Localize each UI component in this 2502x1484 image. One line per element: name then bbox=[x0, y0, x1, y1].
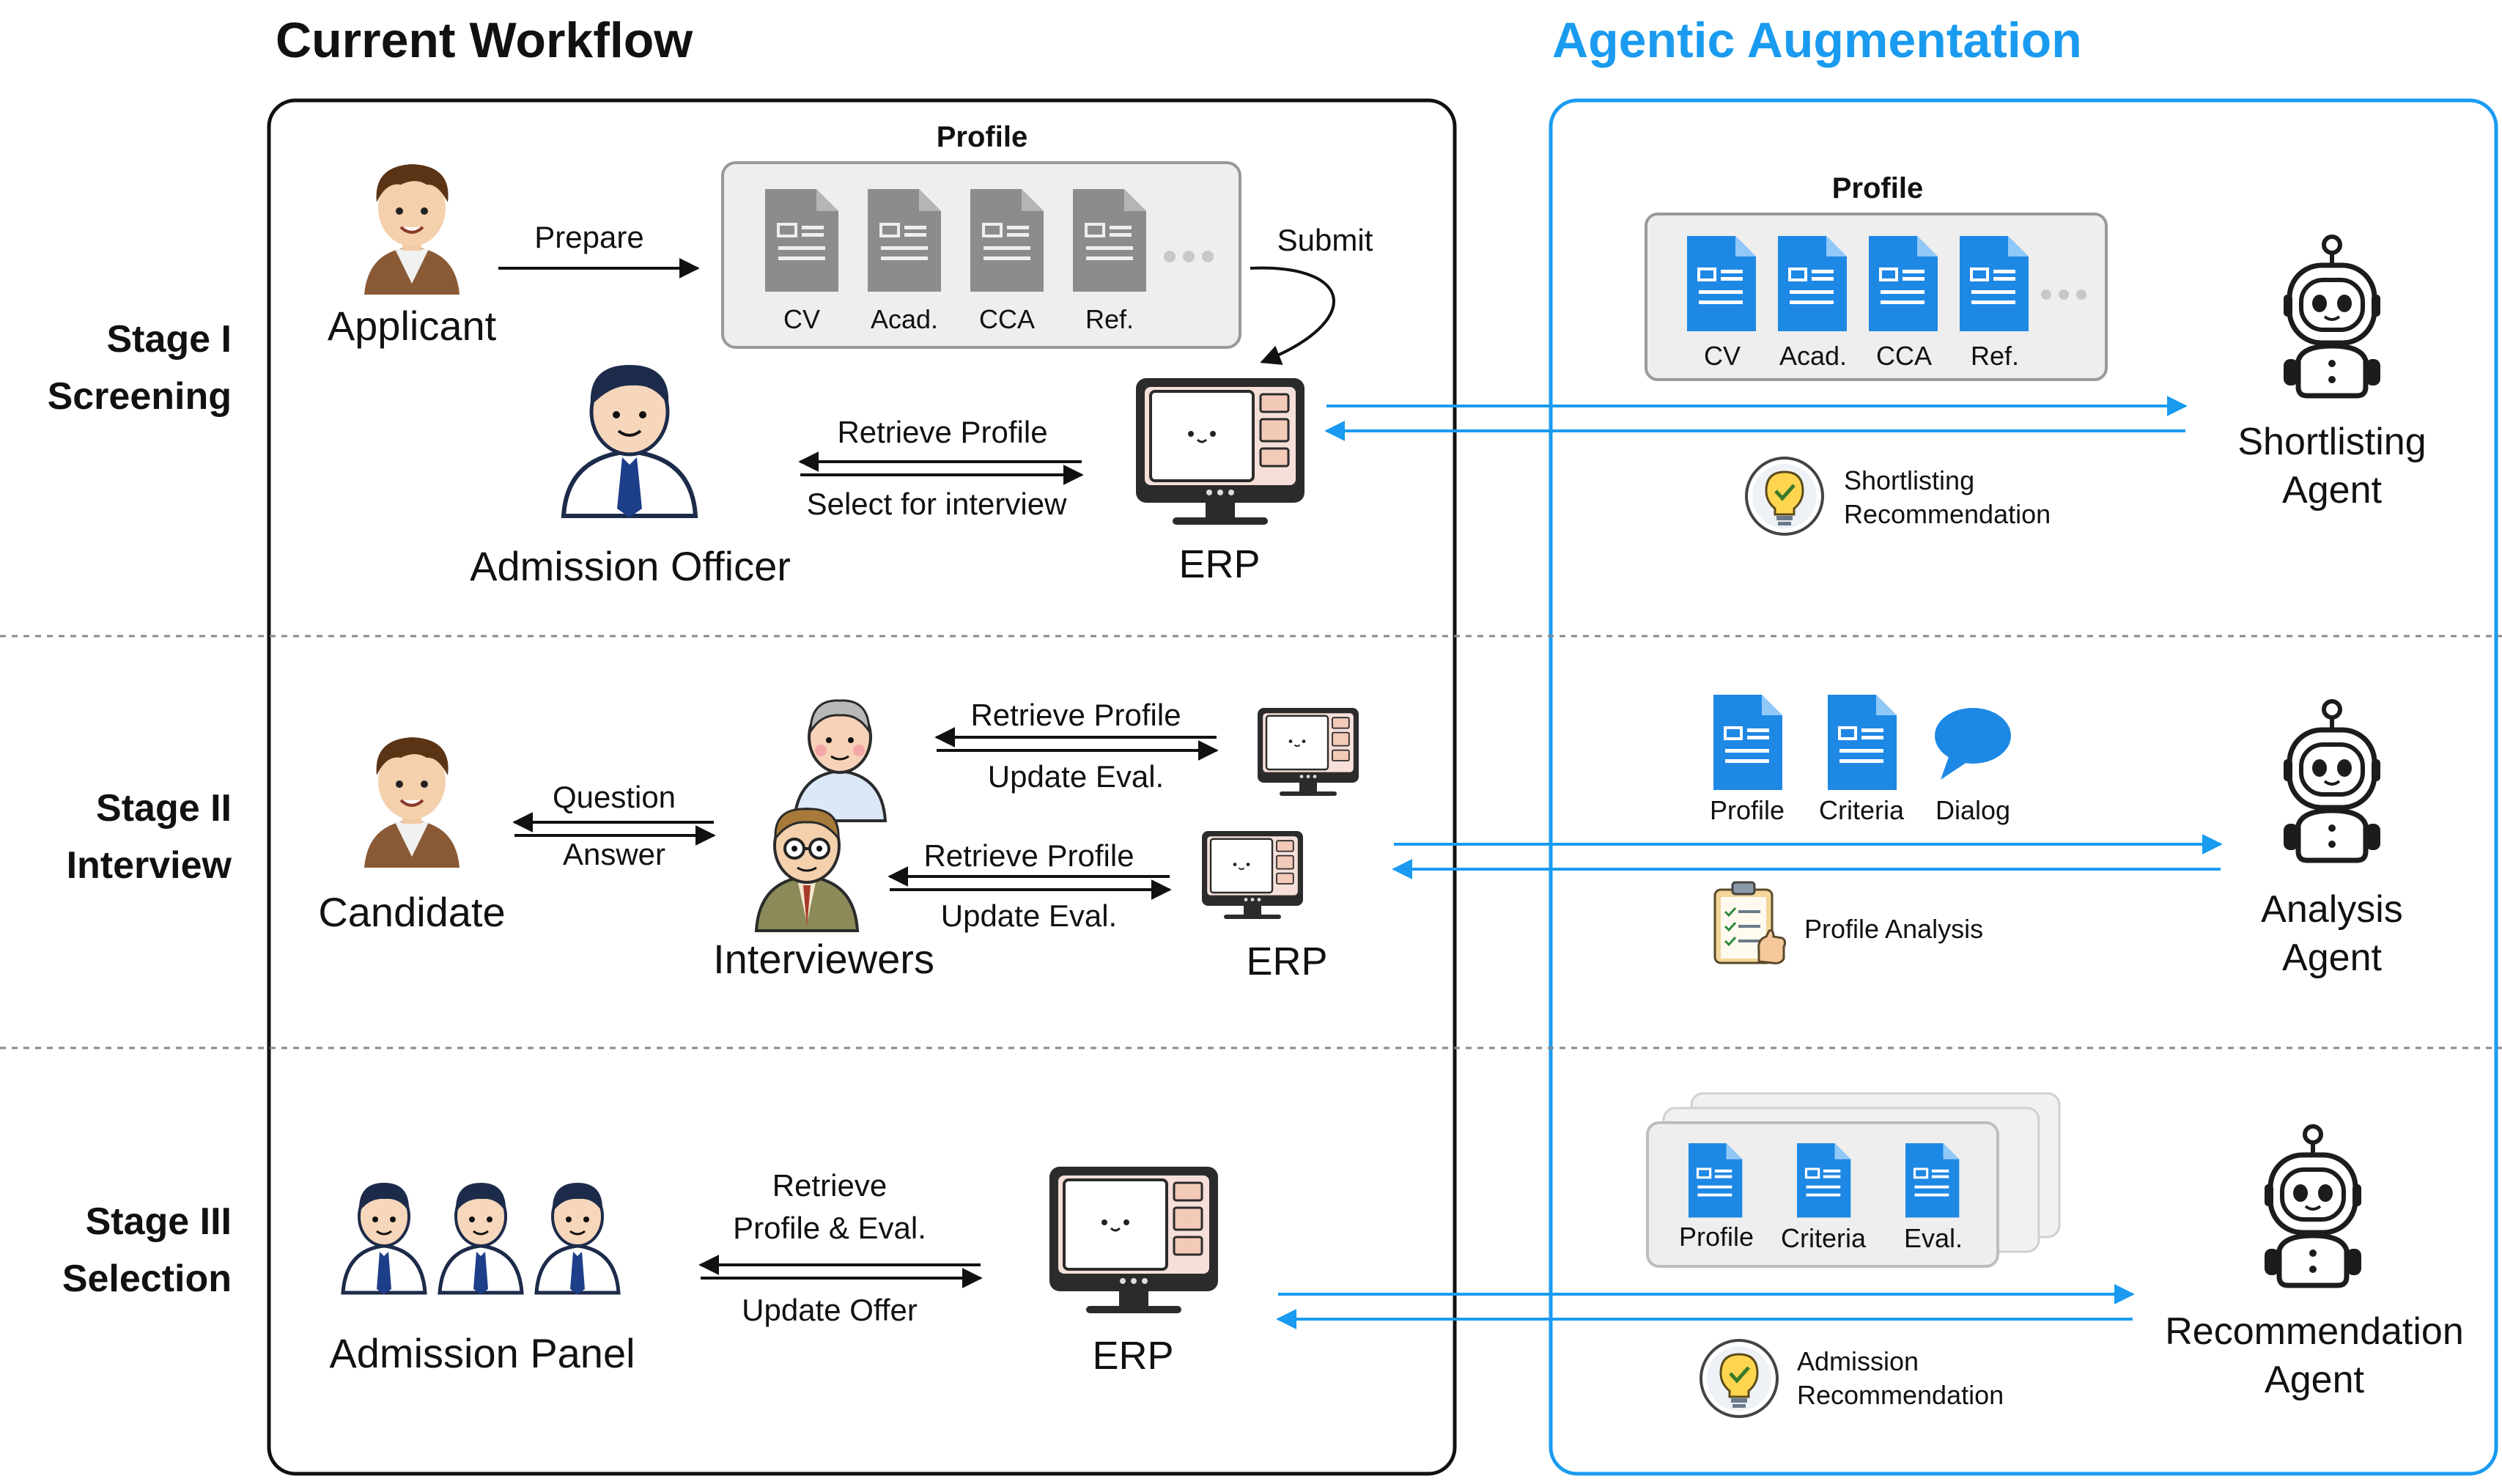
update-eval-label-s2b: Update Eval. bbox=[941, 898, 1117, 933]
applicant-icon bbox=[363, 163, 461, 296]
stage-3-line1: Stage III bbox=[86, 1200, 232, 1243]
agentic-s3-label-criteria: Criteria bbox=[1781, 1223, 1867, 1253]
stage-label-3: Stage III Selection bbox=[62, 1200, 232, 1300]
erp-label-s2: ERP bbox=[1246, 940, 1327, 983]
shortlisting-agent-line1: Shortlisting bbox=[2237, 421, 2426, 463]
stage-1-line2: Screening bbox=[48, 375, 232, 418]
profile-title-agentic: Profile bbox=[1832, 172, 1923, 204]
profile-doc-icon-s2 bbox=[1712, 693, 1784, 791]
doc-label-cca: CCA bbox=[979, 304, 1035, 334]
erp-label-s3: ERP bbox=[1092, 1334, 1173, 1378]
submit-arrow bbox=[1250, 266, 1335, 365]
more-docs-icon bbox=[1164, 251, 1214, 262]
profile-title-current: Profile bbox=[937, 121, 1027, 153]
eval-doc-icon-s3 bbox=[1904, 1142, 1960, 1219]
retrieve-label-s3-line2: Profile & Eval. bbox=[733, 1211, 926, 1245]
acad-doc-icon-agentic bbox=[1776, 235, 1848, 333]
admission-officer-icon bbox=[564, 365, 695, 517]
agentic-augmentation-title: Agentic Augmentation bbox=[1552, 12, 2082, 68]
prepare-label: Prepare bbox=[534, 220, 643, 254]
interviewer-glasses-icon bbox=[755, 807, 859, 932]
retrieve-profile-label-s2a: Retrieve Profile bbox=[970, 698, 1181, 732]
stage-3-line2: Selection bbox=[62, 1258, 232, 1300]
shortlisting-agent-line2: Agent bbox=[2282, 469, 2382, 512]
agentic-s3-label-eval: Eval. bbox=[1904, 1223, 1963, 1253]
cca-doc-icon-agentic bbox=[1867, 235, 1939, 333]
profile-doc-icon-s3 bbox=[1687, 1142, 1743, 1219]
agentic-doc-label-acad: Acad. bbox=[1779, 341, 1847, 371]
stage-2-line1: Stage II bbox=[96, 787, 232, 830]
erp-icon-s2b bbox=[1200, 830, 1304, 920]
submit-label: Submit bbox=[1277, 223, 1373, 257]
admission-rec-line2: Recommendation bbox=[1797, 1380, 2004, 1410]
select-for-interview-label: Select for interview bbox=[807, 487, 1067, 521]
more-docs-icon-agentic bbox=[2041, 289, 2086, 300]
agentic-doc-label-cv: CV bbox=[1704, 341, 1741, 371]
agentic-s2-label-dialog: Dialog bbox=[1935, 795, 2010, 825]
agentic-s2-label-profile: Profile bbox=[1710, 795, 1785, 825]
current-workflow-title: Current Workflow bbox=[276, 12, 693, 68]
agentic-s3-label-profile: Profile bbox=[1679, 1222, 1754, 1252]
update-offer-label: Update Offer bbox=[742, 1293, 918, 1327]
admission-officer-label: Admission Officer bbox=[470, 543, 791, 589]
recommendation-agent-line1: Recommendation bbox=[2165, 1310, 2464, 1353]
recommendation-agent-line2: Agent bbox=[2265, 1359, 2364, 1401]
candidate-icon bbox=[363, 736, 461, 869]
criteria-doc-icon-s3 bbox=[1796, 1142, 1852, 1219]
agentic-augmentation-panel bbox=[1549, 98, 2498, 1476]
agentic-s2-label-criteria: Criteria bbox=[1819, 795, 1905, 825]
question-label: Question bbox=[553, 780, 676, 814]
update-eval-label-s2a: Update Eval. bbox=[988, 759, 1164, 794]
shortlisting-rec-line1: Shortlisting bbox=[1844, 465, 1974, 495]
cv-doc-icon-agentic bbox=[1686, 235, 1757, 333]
shortlisting-agent-icon bbox=[2284, 237, 2380, 396]
stage-label-1: Stage I Screening bbox=[48, 318, 232, 418]
admission-recommendation-icon bbox=[1701, 1340, 1777, 1417]
interviewers-label: Interviewers bbox=[713, 936, 934, 982]
agentic-doc-label-ref: Ref. bbox=[1971, 341, 2019, 371]
stage-label-2: Stage II Interview bbox=[67, 787, 232, 887]
admission-panel-label: Admission Panel bbox=[329, 1330, 635, 1376]
recommendation-agent-icon bbox=[2265, 1126, 2361, 1285]
doc-label-acad: Acad. bbox=[871, 304, 938, 334]
erp-label-s1: ERP bbox=[1178, 542, 1260, 586]
analysis-agent-line1: Analysis bbox=[2261, 888, 2403, 931]
ref-doc-icon-agentic bbox=[1958, 235, 2030, 333]
doc-label-ref: Ref. bbox=[1085, 304, 1134, 334]
profile-analysis-icon bbox=[1713, 881, 1787, 964]
current-workflow-panel bbox=[267, 98, 1457, 1476]
doc-label-cv: CV bbox=[783, 304, 820, 334]
panel-member-3-icon bbox=[536, 1183, 619, 1294]
retrieve-profile-label-s1: Retrieve Profile bbox=[837, 415, 1047, 449]
retrieve-label-s3-line1: Retrieve bbox=[772, 1168, 887, 1203]
shortlisting-recommendation-icon bbox=[1746, 458, 1823, 534]
profile-analysis-label: Profile Analysis bbox=[1804, 914, 1983, 944]
answer-label: Answer bbox=[563, 837, 665, 871]
dialog-bubble-icon bbox=[1935, 708, 2011, 780]
criteria-doc-icon-s2 bbox=[1826, 693, 1898, 791]
acad-doc-icon bbox=[866, 188, 942, 293]
candidate-label: Candidate bbox=[318, 889, 505, 935]
cca-doc-icon bbox=[969, 188, 1045, 293]
erp-icon-s3 bbox=[1048, 1165, 1219, 1315]
agentic-doc-label-cca: CCA bbox=[1876, 341, 1932, 371]
panel-member-2-icon bbox=[440, 1183, 522, 1294]
retrieve-profile-label-s2b: Retrieve Profile bbox=[923, 838, 1134, 873]
applicant-label: Applicant bbox=[328, 303, 497, 349]
analysis-agent-line2: Agent bbox=[2282, 937, 2382, 979]
erp-icon-s1 bbox=[1134, 377, 1306, 526]
erp-icon-s2a bbox=[1256, 706, 1360, 797]
analysis-agent-icon bbox=[2284, 701, 2380, 860]
cv-doc-icon bbox=[764, 188, 840, 293]
admission-rec-line1: Admission bbox=[1797, 1346, 1919, 1376]
stage-2-line2: Interview bbox=[67, 844, 232, 887]
ref-doc-icon bbox=[1071, 188, 1148, 293]
interviewer-senior-icon bbox=[793, 698, 887, 822]
shortlisting-rec-line2: Recommendation bbox=[1844, 499, 2051, 529]
panel-member-1-icon bbox=[343, 1183, 425, 1294]
stage-1-line1: Stage I bbox=[107, 318, 232, 361]
